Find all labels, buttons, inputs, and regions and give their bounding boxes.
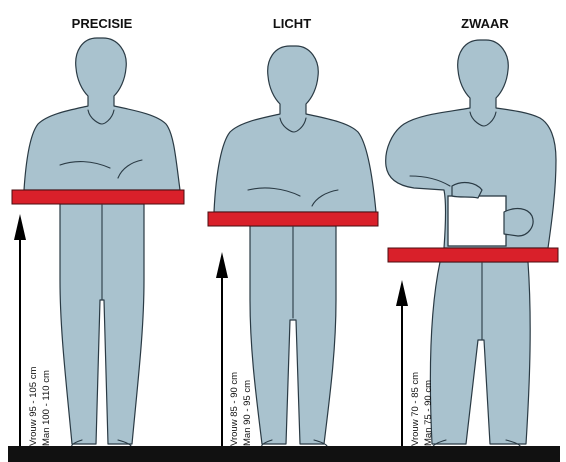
carried-box xyxy=(448,196,506,246)
workbench-licht xyxy=(208,212,378,226)
women-range-licht: Vrouw 85 - 90 cm xyxy=(229,372,240,446)
figure-precisie: PRECISIE Vrouw 95 - 105 cm Man 100 - 110… xyxy=(12,16,184,449)
title-licht: LICHT xyxy=(273,16,311,31)
men-range-licht: Man 90 - 95 cm xyxy=(242,380,253,446)
floor xyxy=(8,446,560,462)
men-range-precisie: Man 100 - 110 cm xyxy=(41,370,52,446)
title-precisie: PRECISIE xyxy=(72,16,133,31)
figure-zwaar: ZWAAR Vrouw 70 - 85 cm Man 75 - 90 cm xyxy=(386,16,558,450)
title-zwaar: ZWAAR xyxy=(461,16,509,31)
women-range-precisie: Vrouw 95 - 105 cm xyxy=(28,367,39,446)
women-range-zwaar: Vrouw 70 - 85 cm xyxy=(410,372,421,446)
workbench-precisie xyxy=(12,190,184,204)
workbench-zwaar xyxy=(388,248,558,262)
men-range-zwaar: Man 75 - 90 cm xyxy=(423,380,434,446)
figure-licht: LICHT Vrouw 85 - 90 cm Man 90 - 95 cm xyxy=(208,16,378,449)
